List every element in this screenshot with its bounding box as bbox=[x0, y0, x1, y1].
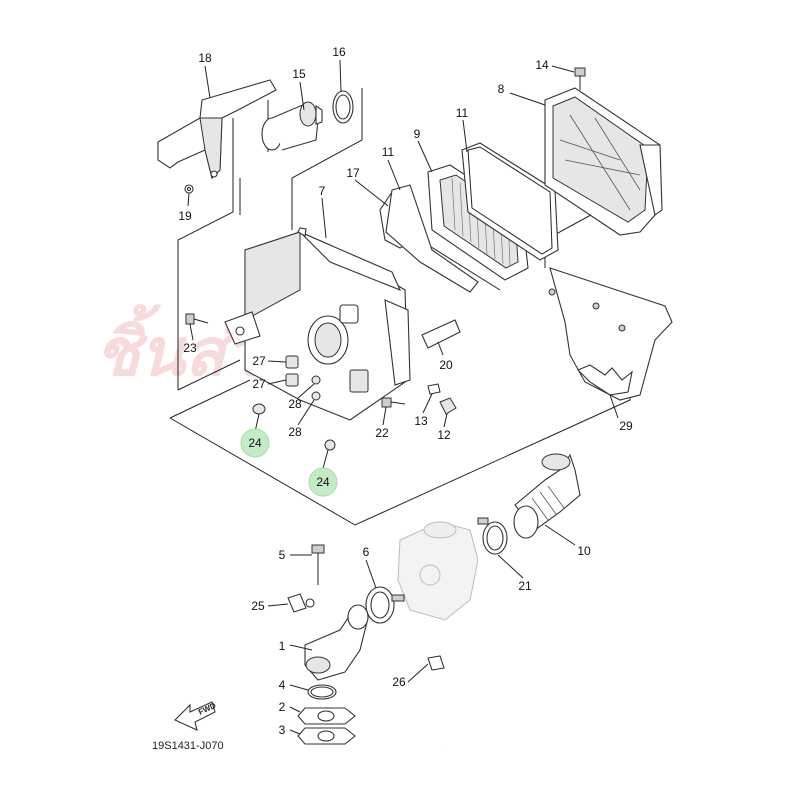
part-24-grommet-upper bbox=[252, 403, 266, 415]
callout-20: 20 bbox=[439, 358, 453, 372]
callout-26: 26 bbox=[392, 675, 406, 689]
part-29-plate bbox=[548, 267, 673, 401]
part-11-seal-left bbox=[385, 184, 479, 293]
callout-28-upper: 28 bbox=[288, 397, 302, 411]
drawing-code: 19S1431-J070 bbox=[152, 740, 224, 752]
part-3-gasket bbox=[297, 727, 356, 745]
callout-18: 18 bbox=[198, 51, 212, 65]
part-27-clip-upper bbox=[285, 355, 299, 369]
callout-27-upper: 27 bbox=[252, 354, 266, 368]
part-26-hose bbox=[427, 597, 484, 751]
part-20-label bbox=[421, 319, 461, 349]
callout-leaders bbox=[187, 59, 619, 735]
part-12-plug bbox=[439, 397, 457, 415]
callout-25: 25 bbox=[251, 599, 265, 613]
callout-27-lower: 27 bbox=[252, 377, 266, 391]
part-11-seal-right bbox=[461, 142, 559, 261]
part-22-screw bbox=[381, 397, 406, 408]
part-4-o-ring bbox=[307, 684, 337, 700]
part-28-nut-upper bbox=[311, 375, 321, 385]
part-13-clamp bbox=[427, 383, 441, 395]
callout-7: 7 bbox=[319, 184, 326, 198]
callout-15: 15 bbox=[292, 67, 306, 81]
callout-8: 8 bbox=[498, 82, 505, 96]
part-27-clip-lower bbox=[285, 373, 299, 387]
callout-24-upper: 24 bbox=[248, 436, 262, 450]
part-2-gasket bbox=[297, 707, 356, 725]
callout-11-right: 11 bbox=[456, 106, 469, 120]
part-5-bolt bbox=[311, 544, 325, 585]
callout-17: 17 bbox=[346, 166, 360, 180]
highlight-24-upper bbox=[240, 428, 270, 458]
callout-16: 16 bbox=[332, 45, 346, 59]
part-7-case bbox=[224, 227, 411, 421]
callout-4: 4 bbox=[279, 678, 286, 692]
callout-28-lower: 28 bbox=[288, 425, 302, 439]
callout-3: 3 bbox=[279, 723, 286, 737]
carburetor-ghost bbox=[397, 521, 479, 621]
callout-22: 22 bbox=[375, 426, 389, 440]
part-10-joint bbox=[513, 453, 581, 539]
callout-12: 12 bbox=[437, 428, 451, 442]
part-24-grommet-lower bbox=[324, 439, 336, 451]
callout-21: 21 bbox=[518, 579, 532, 593]
callout-9: 9 bbox=[414, 127, 421, 141]
part-19-washer bbox=[184, 184, 194, 194]
callout-11-left: 11 bbox=[382, 145, 395, 159]
callout-23: 23 bbox=[183, 341, 197, 355]
part-1-manifold bbox=[304, 604, 369, 681]
highlight-24-lower bbox=[308, 467, 338, 497]
part-8-cover bbox=[544, 87, 663, 236]
callout-numbers: 18 15 16 14 8 11 9 11 17 7 19 20 23 27 2… bbox=[178, 45, 633, 737]
part-21-clamp bbox=[477, 517, 508, 555]
callout-19: 19 bbox=[178, 209, 192, 223]
part-28-nut-lower bbox=[311, 391, 321, 401]
fwd-arrow: FWD bbox=[174, 701, 218, 731]
callout-6: 6 bbox=[363, 545, 370, 559]
callout-24-lower: 24 bbox=[316, 475, 330, 489]
part-18-bracket bbox=[157, 79, 277, 180]
callout-2: 2 bbox=[279, 700, 286, 714]
callout-10: 10 bbox=[577, 544, 591, 558]
callout-14: 14 bbox=[535, 58, 549, 72]
callout-13: 13 bbox=[414, 414, 428, 428]
callout-5: 5 bbox=[279, 548, 286, 562]
part-9-element bbox=[427, 164, 529, 281]
part-6-clamp bbox=[365, 586, 405, 624]
part-25-holder bbox=[287, 593, 315, 613]
part-15-joint bbox=[261, 101, 323, 151]
callout-29: 29 bbox=[619, 419, 633, 433]
part-14-bolt bbox=[574, 67, 586, 90]
callout-1: 1 bbox=[279, 639, 286, 653]
part-16-o-ring bbox=[332, 90, 354, 124]
